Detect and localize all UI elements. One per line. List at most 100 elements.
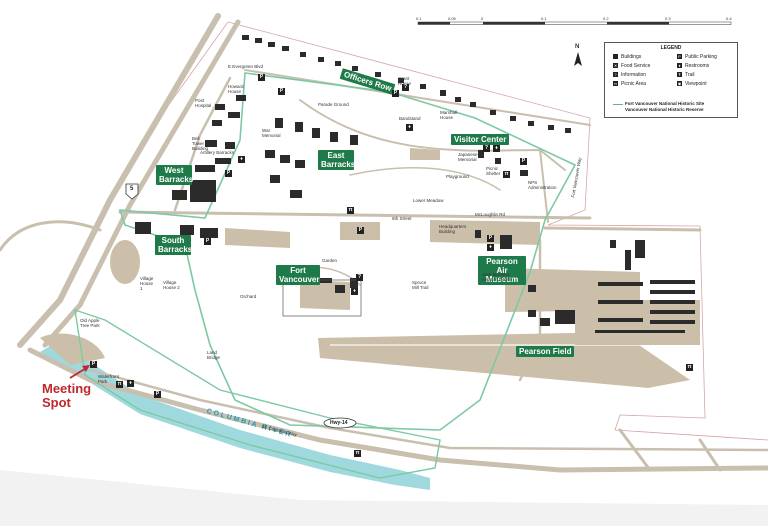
- map-legend: LEGEND Buildings ✕Food Service ?Informat…: [604, 42, 738, 118]
- parking-icon: P: [204, 238, 211, 245]
- picnic-area-icon: π: [613, 81, 618, 87]
- building-icon: [613, 54, 618, 60]
- parking-icon: P: [677, 54, 682, 60]
- meeting-arrowhead: [82, 365, 90, 372]
- artillery-barracks-label: Artillery Barracks: [200, 150, 235, 155]
- restroom-icon: ♦: [238, 156, 245, 163]
- parking-icon: P: [90, 361, 97, 368]
- picnic-area-icon: π: [686, 364, 693, 371]
- west-barracks-label: West Barracks: [156, 165, 193, 185]
- meeting-spot-label: Meeting Spot: [42, 381, 92, 410]
- visitor-center-label: Visitor Center: [451, 134, 510, 145]
- north-arrow: [574, 52, 582, 66]
- parking-icon: P: [487, 235, 494, 242]
- mcloughlin-label: McLoughlin Rd: [475, 212, 506, 217]
- parking-icon: P: [520, 158, 527, 165]
- trail-icon: ↟: [677, 72, 682, 78]
- legend-item: ?Information: [613, 72, 647, 78]
- information-icon: ?: [402, 84, 409, 91]
- post-hospital-label: Post Hospital: [195, 98, 212, 108]
- picnic-area-icon: π: [503, 171, 510, 178]
- pearson-air-museum-label: Pearson Air Museum: [478, 256, 526, 285]
- legend-item: ✕Food Service: [613, 63, 651, 69]
- picnic-shelter-label: Picnic Shelter: [486, 166, 501, 176]
- legend-item: Buildings: [613, 54, 641, 60]
- buildings: [135, 35, 695, 333]
- old-apple-tree-label: Old Apple Tree Park: [80, 318, 100, 328]
- scale-tick: 0.1: [416, 16, 422, 21]
- highway-oval: [323, 417, 357, 429]
- restroom-icon: ♦: [127, 380, 134, 387]
- scale-bar: [417, 21, 732, 25]
- information-icon: ?: [613, 72, 618, 78]
- information-icon: ?: [483, 145, 490, 152]
- scale-tick: 0.05: [448, 16, 456, 21]
- spruce-mill-label: Spruce Mill Trail: [412, 280, 429, 290]
- information-icon: ?: [356, 274, 363, 281]
- river-lower-area: [0, 470, 768, 526]
- interstate-shield: [125, 183, 139, 200]
- scale-tick: 0.1: [541, 16, 547, 21]
- japanese-memorial-label: Japanese Memorial: [458, 152, 478, 162]
- parking-icon: P: [154, 391, 161, 398]
- reserve-boundary: [164, 21, 768, 441]
- parking-icon: P: [357, 227, 364, 234]
- scale-tick: 0.3: [665, 16, 671, 21]
- viewpoint-icon: ◉: [677, 81, 682, 87]
- legend-item: ↟Trail: [677, 72, 695, 78]
- orchard-label: Orchard: [240, 294, 257, 299]
- parking-icon: P: [392, 90, 399, 97]
- jack-murdock-label: Jack Murdock Aviation Center: [482, 272, 513, 282]
- paved-areas: [40, 148, 700, 365]
- parking-icon: P: [278, 88, 285, 95]
- marshall-house-label: Marshall House: [440, 110, 458, 120]
- nps-label: NPS Administration: [528, 180, 557, 190]
- legend-boundary-text: Fort Vancouver National Historic Site Va…: [625, 101, 705, 112]
- restroom-icon: ♦: [406, 124, 413, 131]
- fort-palisade: [282, 279, 362, 317]
- runway: [318, 332, 690, 388]
- legend-title: LEGEND: [660, 45, 682, 51]
- fifth-street-label: 5th Street: [392, 216, 412, 221]
- lower-meadow-label: Lower Meadow: [413, 198, 444, 203]
- interstate-label: 5: [130, 186, 134, 192]
- legend-item: ◉Viewpoint: [677, 81, 707, 87]
- roads: [0, 13, 768, 473]
- boundary-swatch: [613, 104, 623, 105]
- village-house-2-label: Village House 2: [163, 280, 180, 290]
- highway-label: Hwy-14: [330, 420, 348, 426]
- restroom-icon: ♦: [493, 145, 500, 152]
- waterfront-park-label: Waterfront Park: [98, 374, 119, 384]
- playground-label: Playground: [446, 174, 469, 179]
- bandstand-label: Bandstand: [399, 116, 421, 121]
- howard-house-label: Howard House: [228, 84, 244, 94]
- food-service-icon: ✕: [613, 63, 618, 69]
- picnic-area-icon: π: [116, 381, 123, 388]
- scale-tick: 0: [481, 16, 484, 21]
- scale-tick: 0.4: [726, 16, 732, 21]
- east-barracks-label: East Barracks: [318, 150, 355, 170]
- north-label: N: [575, 44, 580, 50]
- historic-site-boundary: [118, 72, 577, 431]
- waterfront-boundary: [74, 308, 441, 479]
- legend-item: ♦Restrooms: [677, 63, 710, 69]
- village-house-1-label: Village House 1: [140, 276, 154, 291]
- land-bridge-label: Land Bridge: [207, 350, 221, 360]
- war-memorial-label: War Memorial: [262, 128, 281, 138]
- grant-house-label: Grant House: [398, 76, 411, 86]
- restroom-icon: ♦: [677, 63, 682, 69]
- fort-vancouver-label: Fort Vancouver: [276, 265, 320, 285]
- restroom-icon: ♦: [487, 244, 494, 251]
- south-barracks-label: South Barracks: [155, 235, 192, 255]
- garden-label: Garden: [322, 258, 338, 263]
- bell-tower-label: Bell Tower Building: [192, 136, 209, 151]
- parade-ground-label: Parade Ground: [318, 102, 349, 107]
- headquarters-label: Headquarters Building: [439, 224, 467, 234]
- restroom-icon: ♦: [351, 288, 358, 295]
- picnic-area-icon: π: [354, 450, 361, 457]
- picnic-area-icon: π: [347, 207, 354, 214]
